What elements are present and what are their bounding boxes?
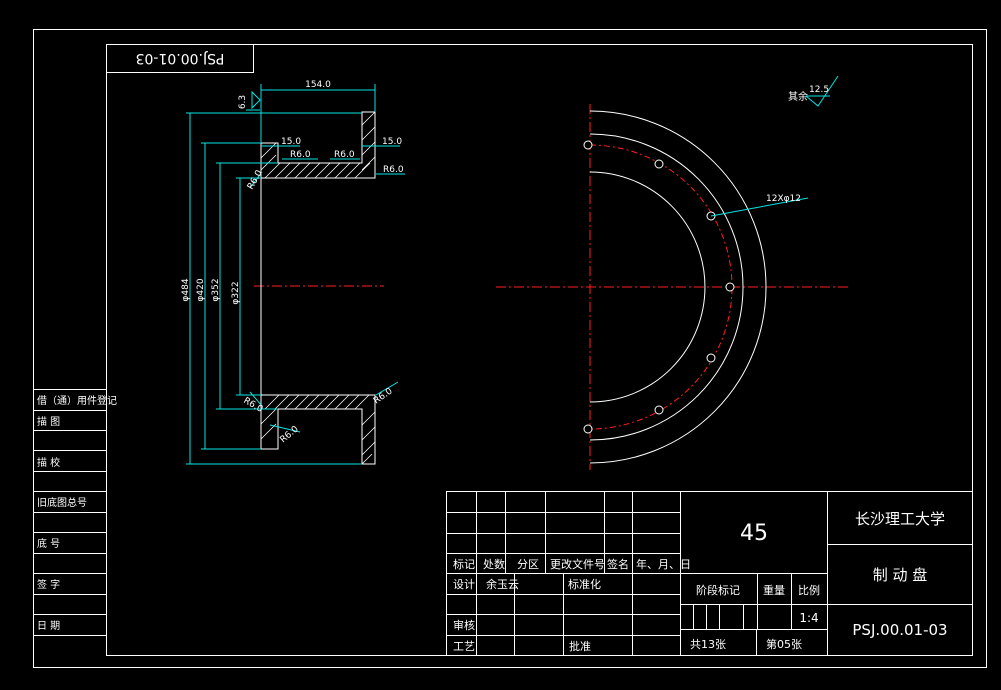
hole-7 <box>583 424 593 434</box>
dim-phi352: φ352 <box>211 278 221 301</box>
top-tab: PSJ.00.01-03 <box>106 44 254 73</box>
side-item-2: 描 校 <box>37 456 60 469</box>
side-item-3: 旧底图总号 <box>37 496 87 509</box>
holes-label: 12Xφ12 <box>766 194 801 204</box>
h-genggai: 更改文件号 <box>550 557 605 571</box>
top-tab-label: PSJ.00.01-03 <box>136 50 225 66</box>
side-item-1: 描 图 <box>37 415 60 428</box>
side-column: 借（通）用件登记 描 图 描 校 旧底图总号 底 号 签 字 日 期 <box>33 389 117 636</box>
side-item-0: 借（通）用件登记 <box>37 394 117 407</box>
dim-roughness-6-3: 6.3 <box>238 95 248 109</box>
scale-value: 1:4 <box>799 611 818 625</box>
sheji-label: 设计 <box>453 578 475 591</box>
hatching <box>260 111 376 465</box>
biaozhunhua-label: 标准化 <box>568 577 601 591</box>
sheet-no: 第05张 <box>766 637 802 651</box>
bolt-holes <box>583 140 735 434</box>
h-date: 年、月、日 <box>636 557 691 571</box>
drawing-number: PSJ.00.01-03 <box>852 621 947 639</box>
h-qianming: 签名 <box>607 557 629 571</box>
dim-15-left: 15.0 <box>281 137 301 147</box>
holes-leader <box>710 197 809 217</box>
side-item-5: 签 字 <box>37 578 60 591</box>
side-item-4: 底 号 <box>37 537 60 550</box>
hole-2 <box>654 159 664 169</box>
dim-154: 154.0 <box>305 80 331 90</box>
outer-arc <box>589 110 767 464</box>
rest-label: 其余 <box>788 90 808 103</box>
dim-r6-c: R6.0 <box>383 165 404 175</box>
h-chushu: 处数 <box>483 558 505 571</box>
zhongliang-label: 重量 <box>763 583 785 597</box>
top-flange-outline <box>260 111 376 179</box>
shenhe-label: 审核 <box>453 618 475 632</box>
hole-6 <box>654 405 664 415</box>
dimension-lines <box>186 84 405 465</box>
h-biaoji: 标记 <box>453 557 475 571</box>
dim-phi484: φ484 <box>181 278 191 301</box>
dim-15-right: 15.0 <box>382 137 402 147</box>
university-name: 长沙理工大学 <box>855 510 945 528</box>
rest-value: 12.5 <box>809 85 829 95</box>
dim-r6-f: R6.0 <box>372 386 395 406</box>
jieduan-label: 阶段标记 <box>696 583 740 597</box>
dim-phi420: φ420 <box>196 278 206 301</box>
inner-frame <box>106 44 973 656</box>
h-fenqu: 分区 <box>517 558 539 571</box>
title-block: 标记 处数 分区 更改文件号 签名 年、月、日 设计 余玉云 标准化 审核 工艺… <box>446 491 973 656</box>
side-item-6: 日 期 <box>37 620 60 632</box>
hole-4 <box>725 282 735 292</box>
front-view: 12Xφ12 其余 12.5 <box>496 75 850 470</box>
hole-5 <box>706 353 716 363</box>
roughness-symbol <box>805 75 839 107</box>
bottom-flange-outline <box>260 394 376 465</box>
dim-r6-d: R6.0 <box>246 168 265 191</box>
part-name: 制 动 盘 <box>873 566 928 584</box>
dim-r6-b: R6.0 <box>334 150 355 160</box>
designer-name: 余玉云 <box>486 577 519 591</box>
hole-1 <box>583 140 593 150</box>
bili-label: 比例 <box>798 583 820 597</box>
outer-frame <box>33 29 987 668</box>
material-value: 45 <box>740 521 768 546</box>
total-sheets: 共13张 <box>690 638 726 651</box>
inner-arc <box>589 171 706 403</box>
dim-r6-a: R6.0 <box>290 150 311 160</box>
pizhun-label: 批准 <box>569 639 591 653</box>
gongyi-label: 工艺 <box>453 640 475 653</box>
dim-phi322: φ322 <box>231 281 241 304</box>
section-view: 154.0 6.3 15.0 15.0 R6.0 R6.0 R6.0 R6.0 … <box>181 80 405 465</box>
arc-2 <box>589 133 744 441</box>
bolt-circle <box>589 144 733 430</box>
